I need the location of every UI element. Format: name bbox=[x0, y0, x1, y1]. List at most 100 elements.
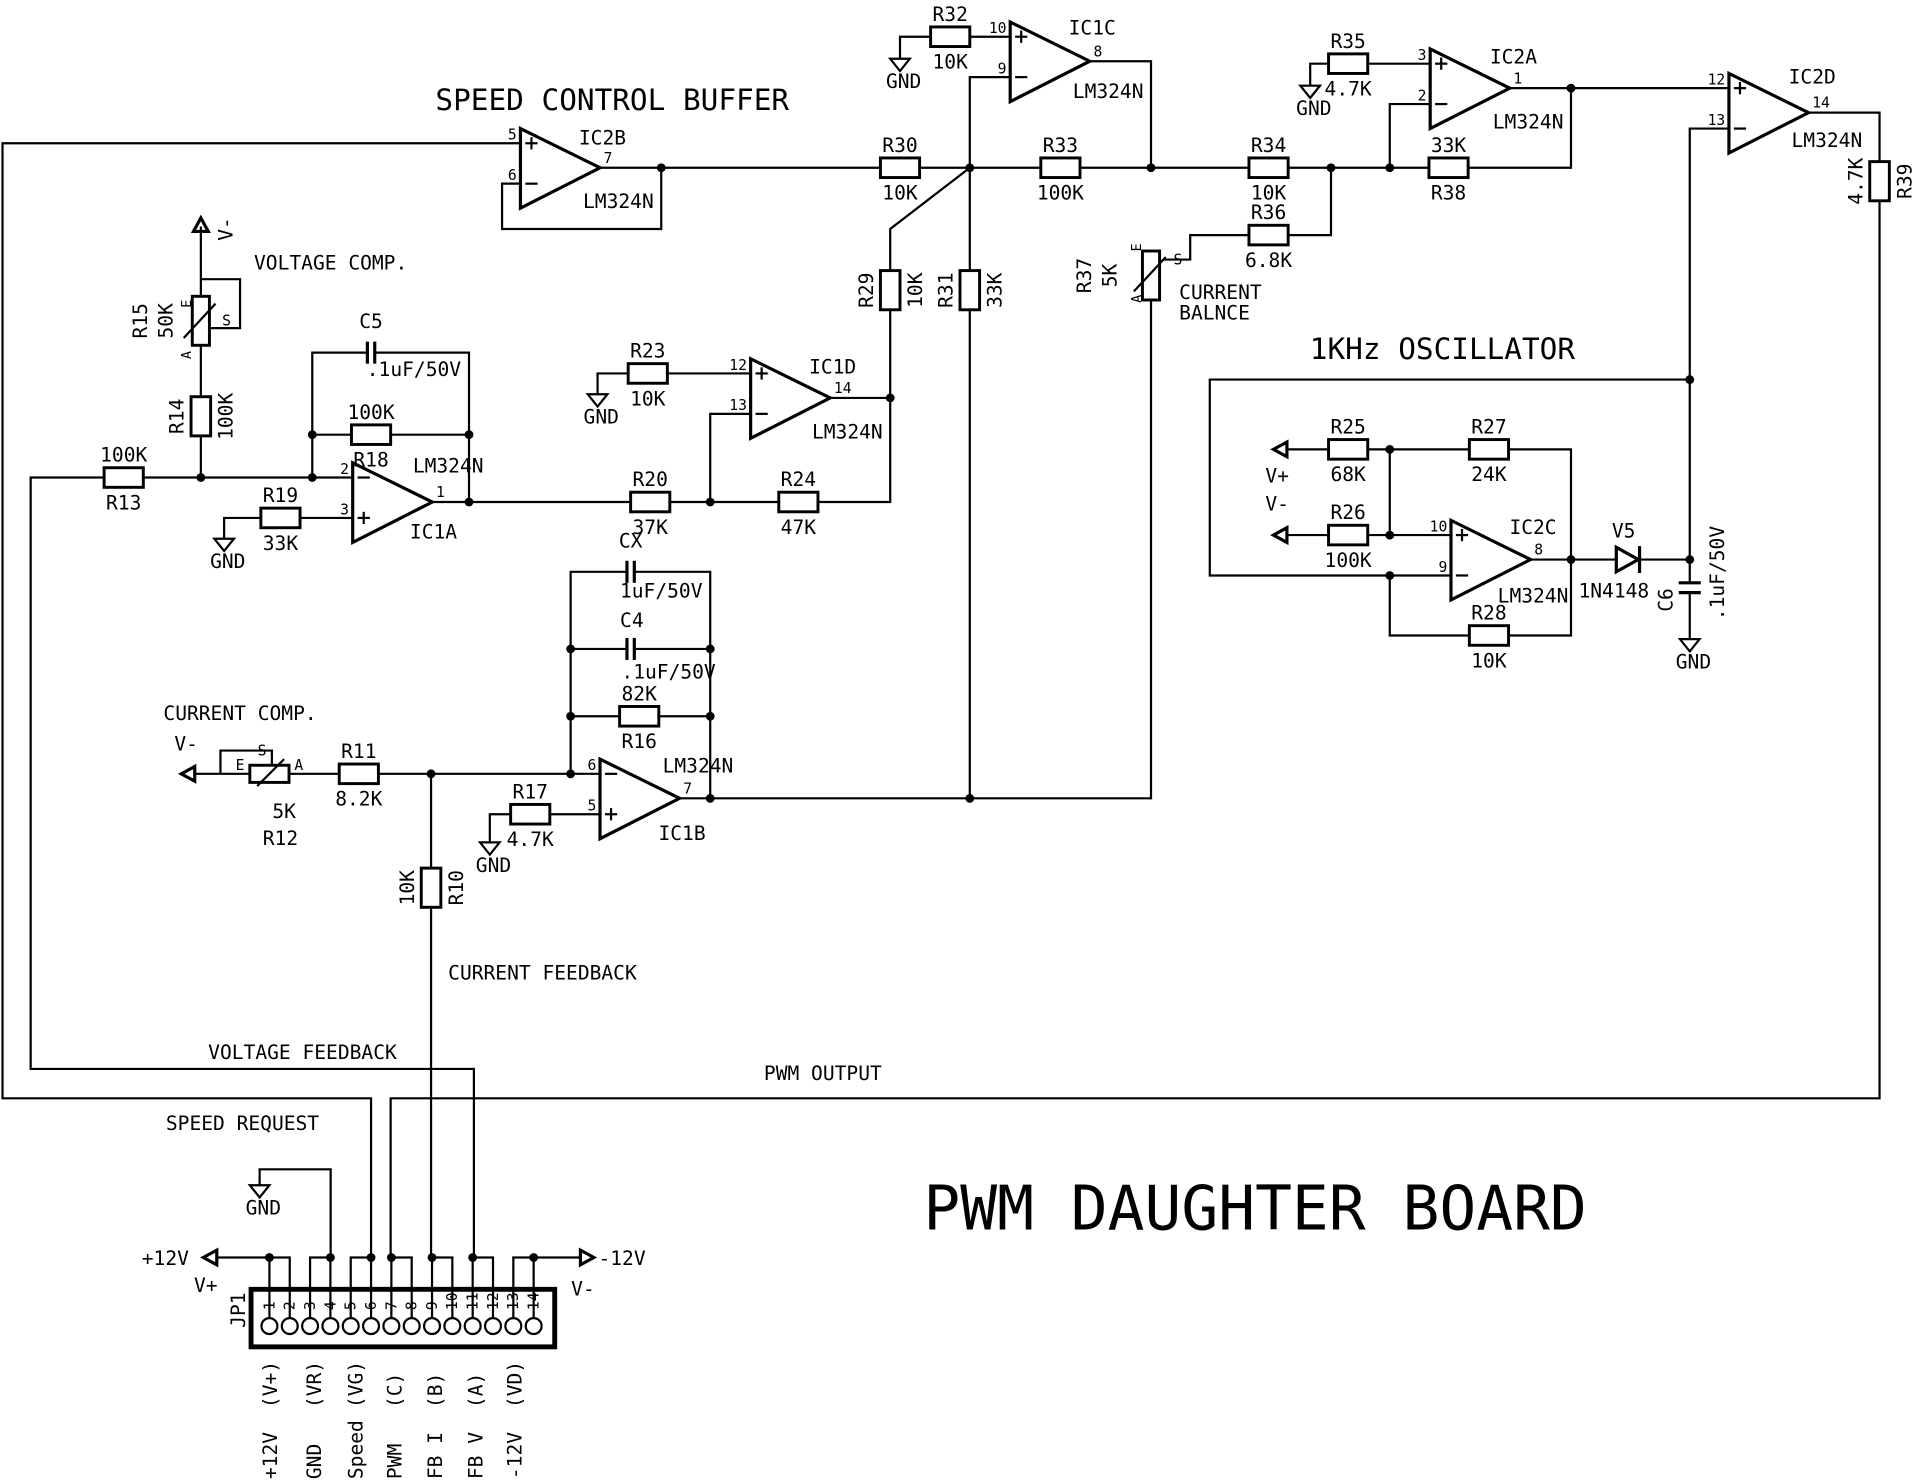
resistor-value: 10K bbox=[1471, 649, 1507, 672]
connector-pin bbox=[341, 1316, 360, 1336]
resistor-R39 bbox=[1868, 160, 1891, 203]
junction-dot bbox=[705, 644, 715, 654]
pin-number: 6 bbox=[508, 167, 517, 184]
resistor-ref: R36 bbox=[1251, 201, 1286, 224]
pin-number: 5 bbox=[588, 798, 597, 815]
connector-ref: JP1 bbox=[227, 1292, 250, 1327]
power-port-icon bbox=[199, 1247, 219, 1268]
junction-dot bbox=[1385, 571, 1395, 580]
opamp-part: LM324N bbox=[413, 455, 484, 478]
resistor-ref: R26 bbox=[1330, 501, 1365, 524]
junction-dot bbox=[386, 1253, 396, 1262]
section-title: SPEED CONTROL BUFFER bbox=[435, 83, 789, 117]
resistor-value: R18 bbox=[353, 449, 388, 472]
junction-dot bbox=[468, 1253, 478, 1262]
pot-wiper-arrow bbox=[256, 758, 285, 787]
junction-dot bbox=[1566, 83, 1576, 93]
resistor-R28 bbox=[1467, 624, 1511, 647]
opamp-ref: IC1D bbox=[809, 355, 856, 378]
junction-dot bbox=[307, 473, 317, 482]
resistor-ref: R11 bbox=[341, 740, 376, 763]
resistor-value: 33K bbox=[984, 272, 1007, 308]
wire bbox=[1388, 102, 1431, 168]
section-label: PWM OUTPUT bbox=[764, 1062, 882, 1085]
opamp-IC1D bbox=[749, 356, 834, 441]
pin-number: 2 bbox=[1418, 87, 1427, 104]
pin-number: 13 bbox=[729, 397, 747, 414]
resistor-value: 4.7K bbox=[507, 828, 554, 851]
resistor-R14 bbox=[189, 395, 213, 438]
wire bbox=[569, 570, 627, 775]
connector-pin bbox=[422, 1316, 442, 1336]
junction-dot bbox=[529, 1253, 539, 1262]
diode-value: 1N4148 bbox=[1578, 580, 1649, 603]
wire bbox=[1163, 233, 1249, 261]
connector-pin bbox=[321, 1316, 340, 1336]
wire bbox=[596, 372, 629, 395]
wire bbox=[500, 167, 663, 231]
junction-dot bbox=[656, 163, 666, 173]
connector-pin bbox=[524, 1316, 543, 1336]
pin-number: 4 bbox=[322, 1301, 339, 1310]
resistor-value: 10K bbox=[1251, 182, 1287, 205]
opamp-part: LM324N bbox=[1792, 129, 1863, 152]
ground-label: GND bbox=[886, 70, 921, 93]
pin-number: 2 bbox=[340, 461, 349, 478]
wire bbox=[1468, 88, 1573, 169]
ground-icon bbox=[585, 393, 610, 409]
section-label: VOLTAGE COMP. bbox=[254, 251, 407, 274]
pin-number: 12 bbox=[1708, 71, 1726, 88]
wire bbox=[258, 1168, 332, 1258]
resistor-R38 bbox=[1427, 156, 1470, 180]
vplus-label: V+ bbox=[1265, 464, 1289, 487]
power-port-up-icon bbox=[190, 214, 211, 234]
capacitor-ref: C5 bbox=[359, 310, 383, 333]
resistor-value: 6.8K bbox=[1245, 249, 1292, 272]
label: A bbox=[180, 351, 195, 359]
wire bbox=[471, 1256, 495, 1319]
junction-dot bbox=[965, 163, 975, 173]
signal-code: (C) bbox=[384, 1373, 407, 1408]
connector-pin bbox=[260, 1316, 279, 1336]
pin-number: 6 bbox=[588, 757, 597, 774]
resistor-value: 10K bbox=[933, 51, 969, 74]
wire bbox=[679, 299, 1153, 800]
capacitor-value: .1uF/50V bbox=[621, 660, 716, 683]
wire bbox=[389, 200, 1881, 1258]
junction-dot bbox=[1146, 163, 1156, 173]
ground-icon bbox=[1677, 638, 1702, 654]
wire bbox=[390, 1256, 413, 1319]
capacitor-ref: CX bbox=[619, 529, 643, 552]
pot-wiper-arrow bbox=[182, 302, 217, 339]
resistor-value: R13 bbox=[106, 491, 141, 514]
pin-number: 10 bbox=[989, 20, 1007, 37]
opamp-part: LM324N bbox=[812, 420, 883, 443]
pin-number: 10 bbox=[1430, 518, 1448, 535]
resistor-ref: 82K bbox=[622, 682, 658, 705]
resistor-ref: R14 bbox=[166, 399, 189, 434]
resistor-value: 8.2K bbox=[335, 788, 382, 811]
wire bbox=[1508, 448, 1573, 637]
resistor-ref: R34 bbox=[1251, 134, 1286, 157]
resistor-value: 4.7K bbox=[1325, 78, 1372, 101]
pin-number: 14 bbox=[526, 1292, 543, 1310]
pin-number: 9 bbox=[1438, 559, 1447, 576]
wire bbox=[1388, 575, 1470, 637]
pin-number: 12 bbox=[729, 357, 747, 374]
vminus-label: V- bbox=[571, 1277, 595, 1300]
connector-pin bbox=[361, 1316, 381, 1336]
resistor-ref: R28 bbox=[1471, 602, 1506, 625]
ground-icon bbox=[477, 841, 502, 857]
resistor-ref: R20 bbox=[633, 468, 668, 491]
resistor-ref: R35 bbox=[1330, 30, 1365, 53]
section-label: BALNCE bbox=[1179, 302, 1250, 325]
pin-number: 8 bbox=[404, 1301, 421, 1310]
power-port-icon bbox=[1270, 439, 1289, 460]
resistor-value: 24K bbox=[1471, 463, 1507, 486]
wire bbox=[29, 476, 476, 1258]
opamp-ref: IC1A bbox=[410, 521, 457, 544]
section-label: CURRENT COMP. bbox=[163, 702, 316, 725]
label: S bbox=[222, 313, 231, 330]
resistor-R23 bbox=[626, 362, 669, 385]
section-label: CURRENT FEEDBACK bbox=[448, 962, 637, 985]
